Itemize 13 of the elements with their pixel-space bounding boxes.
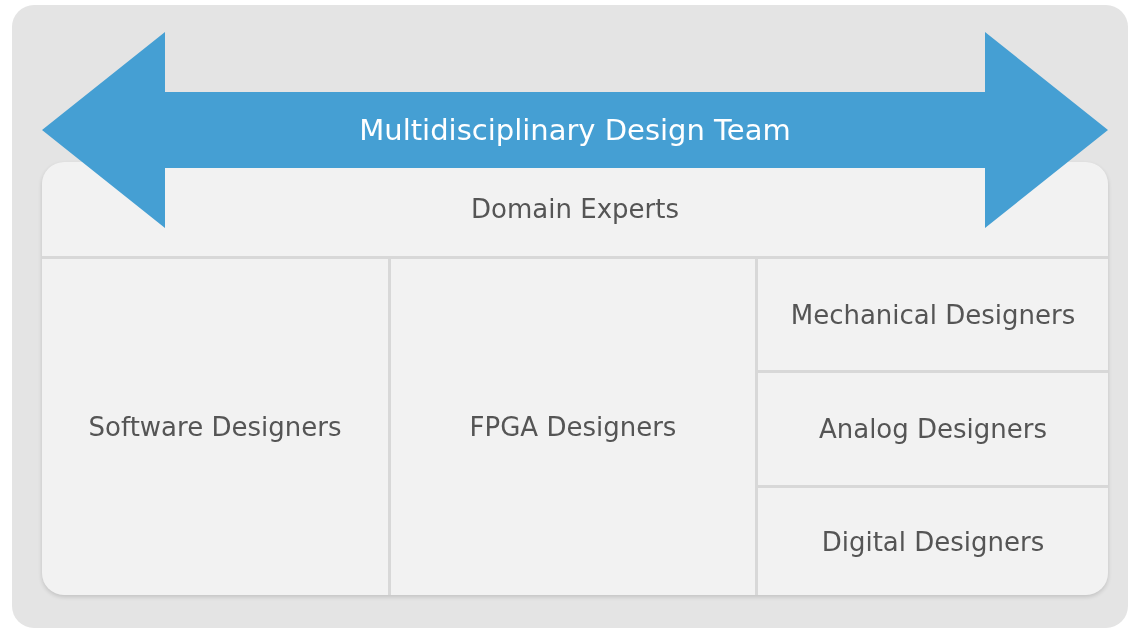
team-cell: [42, 259, 388, 595]
team-cell: [758, 488, 1108, 595]
team-label: Mechanical Designers: [790, 299, 1076, 330]
team-label: FPGA Designers: [469, 412, 677, 442]
banner-label: Multidisciplinary Design Team: [359, 113, 791, 147]
double-arrow-banner: [42, 32, 1108, 228]
team-label: Digital Designers: [821, 526, 1045, 557]
team-label: Analog Designers: [818, 414, 1048, 444]
team-cell: [391, 259, 755, 595]
team-label: Software Designers: [88, 412, 342, 442]
team-cell: [758, 373, 1108, 485]
team-label: Domain Experts: [471, 194, 679, 224]
team-cell: [758, 259, 1108, 370]
